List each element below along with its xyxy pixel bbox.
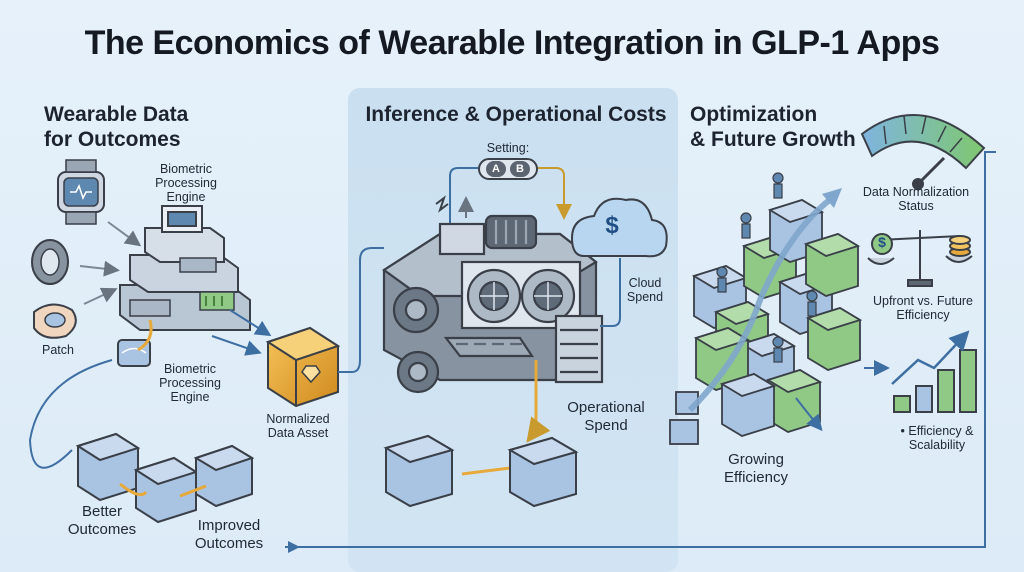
middle-heading: Inference & Operational Costs <box>365 103 667 126</box>
gold-flow-line <box>461 360 551 476</box>
asset-label-2: Data Asset <box>267 426 329 440</box>
scalability-label-1: • Efficiency & <box>900 424 974 438</box>
operational-spend-label-1: Operational <box>567 399 645 416</box>
device-arrows <box>79 221 142 305</box>
gauge-icon <box>860 114 986 190</box>
smartwatch-icon <box>57 159 105 225</box>
growth-chart-icon <box>891 330 977 413</box>
engine-bottom-label-1: Biometric <box>163 362 217 376</box>
gold-cable <box>137 319 153 352</box>
biometric-engine-icon <box>119 205 251 331</box>
engine-bottom-label-2: Processing <box>159 376 221 390</box>
engine-top-label-2: Processing <box>155 176 217 190</box>
operational-spend-label-2: Spend <box>584 417 628 434</box>
asset-label-1: Normalized <box>266 412 330 426</box>
cloud-dollar-icon: $ <box>605 212 619 239</box>
normalization-status-label-1: Data Normalization <box>862 185 970 199</box>
people-figures <box>716 172 818 363</box>
cloud-icon <box>570 197 668 258</box>
improved-outcomes-label-1: Improved <box>197 517 261 534</box>
setting-toggle[interactable]: A B <box>478 158 538 180</box>
patch-label: Patch <box>42 343 74 357</box>
improved-outcomes-label-2: Outcomes <box>194 535 264 552</box>
cloud-spend-label-1: Cloud <box>628 276 662 290</box>
left-heading-line1: Wearable Data <box>44 103 189 126</box>
normalization-status-label-2: Status <box>898 199 934 213</box>
setting-connectors <box>435 167 572 226</box>
growth-staircase <box>669 199 863 445</box>
middle-cubes <box>383 434 579 508</box>
engine-to-asset-arrows <box>211 309 272 356</box>
rising-arrow <box>687 195 834 413</box>
left-loop-line <box>28 359 113 469</box>
return-loop-line <box>285 151 996 553</box>
smart-ring-icon <box>31 239 69 285</box>
right-arrows <box>795 360 890 432</box>
setting-option-a[interactable]: A <box>486 161 506 177</box>
growing-efficiency-label-2: Efficiency <box>724 469 788 486</box>
asset-to-engine-line <box>338 247 384 373</box>
patch-icon <box>33 303 77 339</box>
engine-bottom-label-3: Engine <box>170 390 210 404</box>
scale-dollar-icon: $ <box>878 234 886 250</box>
outcome-cubes <box>75 432 255 524</box>
right-heading-line1: Optimization <box>690 103 818 126</box>
better-outcomes-label-1: Better <box>81 503 123 520</box>
setting-label: Setting: <box>486 141 530 155</box>
scalability-label-2: Scalability <box>908 438 966 452</box>
upfront-label-1: Upfront vs. Future <box>872 294 974 308</box>
setting-option-b[interactable]: B <box>510 161 530 177</box>
upfront-label-2: Efficiency <box>896 308 950 322</box>
engine-icon <box>382 214 604 394</box>
left-heading-line2: for Outcomes <box>44 128 181 151</box>
page-title: The Economics of Wearable Integration in… <box>84 24 940 62</box>
right-heading-line2: & Future Growth <box>690 128 856 151</box>
growing-efficiency-label-1: Growing <box>728 451 784 468</box>
engine-top-label-1: Biometric <box>159 162 213 176</box>
engine-top-label-3: Engine <box>166 190 206 204</box>
data-asset-cube <box>265 326 341 408</box>
cloud-spend-label-2: Spend <box>626 290 664 304</box>
balance-scale-icon <box>867 230 973 287</box>
better-outcomes-label-2: Outcomes <box>67 521 137 538</box>
